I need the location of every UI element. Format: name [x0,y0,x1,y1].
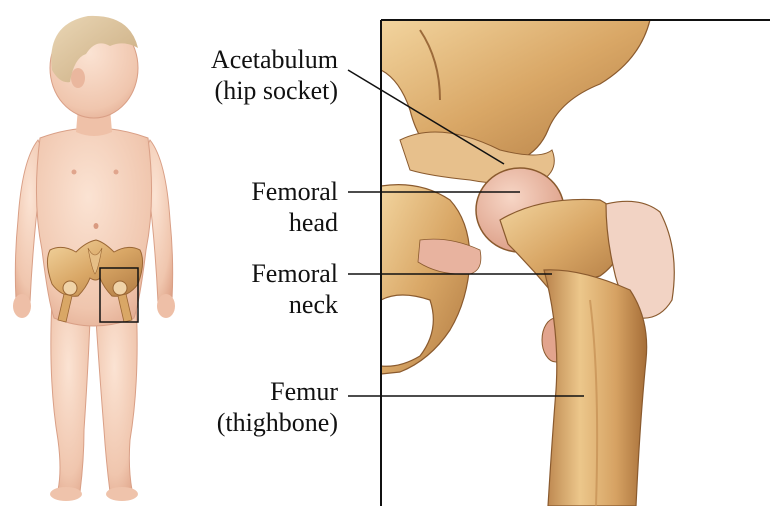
label-femoral-head-line2: head [251,207,338,238]
child-right-leg [96,300,137,492]
label-femoral-neck-line2: neck [251,289,338,320]
label-acetabulum-line1: Acetabulum [211,44,338,75]
label-acetabulum-line2: (hip socket) [211,75,338,106]
child-left-foot [50,487,82,501]
label-femur: Femur (thighbone) [217,376,338,438]
label-femoral-head: Femoral head [251,176,338,238]
child-right-foot [106,487,138,501]
label-femoral-head-line1: Femoral [251,176,338,207]
label-femur-line2: (thighbone) [217,407,338,438]
femur-shaft [544,270,647,506]
label-femoral-neck-line1: Femoral [251,258,338,289]
child-left-leg [51,300,90,492]
label-femur-line1: Femur [217,376,338,407]
label-femoral-neck: Femoral neck [251,258,338,320]
label-acetabulum: Acetabulum (hip socket) [211,44,338,106]
hip-joint-closeup-illustration [381,20,674,506]
child-ear [71,68,85,88]
